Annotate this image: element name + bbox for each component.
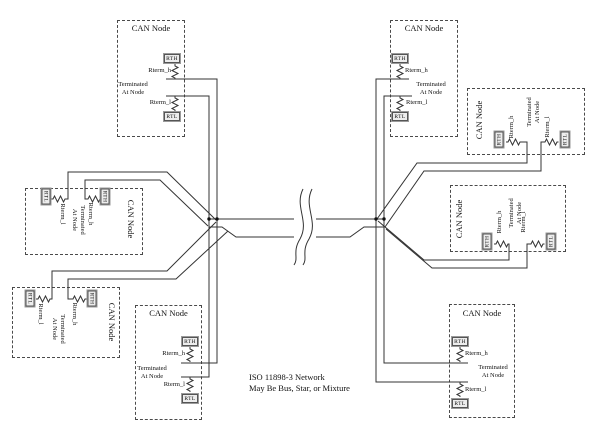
terminated-label: Terminated bbox=[118, 81, 148, 88]
can-node-bottom-right-box bbox=[449, 304, 515, 418]
rth-box: RTH bbox=[86, 288, 98, 308]
rth-box: RTH bbox=[181, 336, 199, 347]
rterm-h-label: Rterm_h bbox=[405, 67, 428, 74]
can-node-title: CAN Node bbox=[107, 302, 117, 342]
rterm-l-label: Rterm_l bbox=[544, 116, 551, 138]
can-node-title: CAN Node bbox=[454, 199, 464, 239]
wire-pair-right-upper-branch bbox=[376, 141, 543, 228]
rth-box: RTH bbox=[493, 129, 505, 149]
can-node-title: CAN Node bbox=[149, 308, 188, 318]
can-node-title: CAN Node bbox=[126, 199, 136, 239]
rtl-box: RTL bbox=[391, 111, 409, 122]
rtl-box: RTL bbox=[181, 393, 199, 404]
rterm-h-label: Rterm_h bbox=[508, 115, 515, 139]
rterm-h-label: Rterm_h bbox=[465, 350, 488, 357]
at-node-label: At Node bbox=[419, 89, 443, 96]
can-node-title: CAN Node bbox=[131, 23, 171, 33]
junction-dots bbox=[207, 217, 386, 221]
at-node-label: At Node bbox=[481, 372, 505, 379]
rterm-l-label: Rterm_l bbox=[163, 381, 185, 388]
terminated-label: Terminated bbox=[416, 81, 446, 88]
rterm-l-label: Rterm_l bbox=[59, 203, 66, 225]
can-node-right-lower-box bbox=[450, 185, 566, 252]
caption-line1: ISO 11898-3 Network bbox=[249, 372, 325, 382]
can-node-bottom-left-box bbox=[12, 287, 120, 358]
rterm-l-label: Rterm_l bbox=[37, 303, 44, 325]
wire-pair-left-middle-branch bbox=[66, 171, 217, 227]
rtl-box: RTL bbox=[24, 288, 36, 308]
can-node-left-middle-box bbox=[25, 188, 143, 255]
can-node-title: CAN Node bbox=[462, 308, 502, 318]
junction-dot bbox=[207, 217, 211, 221]
can-node-title: CAN Node bbox=[404, 23, 444, 33]
terminated-at-node-label: Terminated At Node bbox=[526, 97, 541, 127]
wire-pair-right-lower-branch bbox=[377, 220, 529, 269]
wire-pair-bottom-left-branch bbox=[51, 221, 229, 300]
rterm-l-label: Rterm_l bbox=[149, 99, 171, 106]
rterm-h-label: Rterm_h bbox=[496, 210, 503, 234]
can-node-right-upper-box bbox=[467, 88, 585, 155]
rth-box: RTH bbox=[451, 336, 469, 347]
rtl-box: RTL bbox=[559, 129, 571, 149]
rtl-box: RTL bbox=[545, 231, 557, 251]
rterm-h-label: Rterm_h bbox=[162, 350, 185, 357]
can-node-title: CAN Node bbox=[474, 100, 484, 140]
caption-line2: May Be Bus, Star, or Mixture bbox=[249, 383, 350, 393]
rtl-box: RTL bbox=[163, 111, 181, 122]
bus-pair bbox=[209, 218, 384, 238]
at-node-label: At Node bbox=[140, 373, 164, 380]
rth-box: RTH bbox=[99, 186, 111, 206]
rterm-h-label: Rterm_h bbox=[71, 302, 78, 326]
rterm-l-label: Rterm_l bbox=[520, 211, 527, 233]
terminated-label: Terminated bbox=[137, 365, 167, 372]
wire-pair-right-vertical bbox=[375, 78, 468, 383]
rth-box: RTH bbox=[481, 231, 493, 251]
rtl-box: RTL bbox=[40, 186, 52, 206]
cable-break-icon bbox=[293, 188, 313, 266]
rterm-h-label: Rterm_h bbox=[148, 67, 171, 74]
rterm-l-label: Rterm_l bbox=[465, 386, 487, 393]
at-node-label: At Node bbox=[121, 89, 145, 96]
terminated-label: Terminated bbox=[478, 364, 508, 371]
junction-dot bbox=[215, 217, 219, 221]
terminated-at-node-label: Terminated At Node bbox=[71, 205, 86, 235]
rterm-l-label: Rterm_l bbox=[406, 99, 428, 106]
rth-box: RTH bbox=[163, 53, 181, 64]
rth-box: RTH bbox=[391, 53, 409, 64]
rtl-box: RTL bbox=[451, 398, 469, 409]
terminated-at-node-label: Terminated At Node bbox=[51, 314, 66, 344]
rterm-h-label: Rterm_h bbox=[87, 202, 94, 226]
wire-pair-left-vertical bbox=[166, 78, 218, 378]
junction-dot bbox=[382, 217, 386, 221]
junction-dot bbox=[374, 217, 378, 221]
